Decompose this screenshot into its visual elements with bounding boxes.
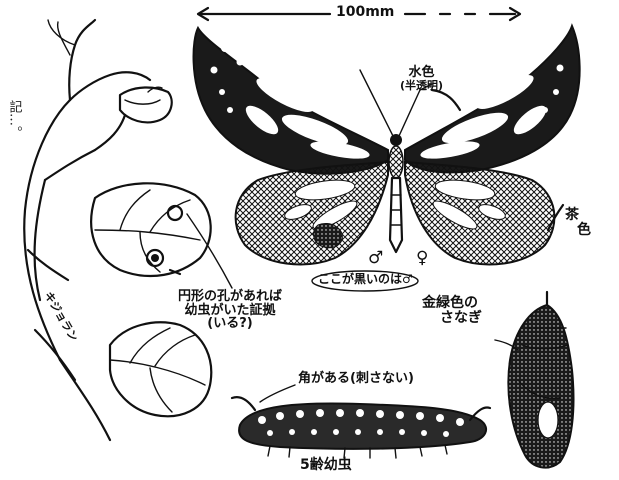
pupa-label-line2: さなぎ xyxy=(422,311,482,326)
larva-horn-label: 角がある(刺さない) xyxy=(298,372,414,386)
scale-label: 100mm xyxy=(336,5,394,20)
wing-color-label-line1: 水色 xyxy=(400,66,443,80)
leaf-lower xyxy=(110,322,211,416)
hindwing-color-label-line2: 色 xyxy=(565,223,591,238)
larva-horn xyxy=(232,397,255,410)
female-symbol: ♀ xyxy=(416,250,428,268)
pupa-label-line1: 金緑色の xyxy=(422,296,482,311)
wing-color-label: 水色 (半透明) xyxy=(400,66,443,91)
butterfly xyxy=(194,26,580,264)
pupa-label: 金緑色の さなぎ xyxy=(422,296,482,325)
butterfly-abdomen xyxy=(390,178,402,252)
leaf-hole-note-line2: 幼虫がいた証拠 xyxy=(178,304,282,318)
butterfly-thorax xyxy=(389,146,403,178)
left-hindwing xyxy=(236,162,388,264)
pupa-body xyxy=(508,305,573,468)
male-symbol: ♂ xyxy=(368,250,383,268)
wing-color-label-line2: (半透明) xyxy=(400,80,443,92)
pupa xyxy=(495,292,574,468)
leaf-hole-note: 円形の孔があれば 幼虫がいた証拠 (いる?) xyxy=(178,290,282,331)
leaf-with-hole xyxy=(91,183,232,288)
larva xyxy=(232,385,490,458)
leaf-hole-note-line1: 円形の孔があれば xyxy=(178,290,282,304)
leaf-hole-note-line3: (いる?) xyxy=(178,317,282,331)
male-mark-callout: ここが黒いのは♂ xyxy=(318,273,413,286)
hindwing-color-label: 茶 色 xyxy=(565,208,591,237)
leaf-hole-small xyxy=(168,206,182,220)
margin-text-column: 記…。 xyxy=(4,100,24,139)
hindwing-color-label-line1: 茶 xyxy=(565,208,591,223)
butterfly-head xyxy=(390,134,402,146)
larva-label: 5齢幼虫 xyxy=(300,458,352,473)
